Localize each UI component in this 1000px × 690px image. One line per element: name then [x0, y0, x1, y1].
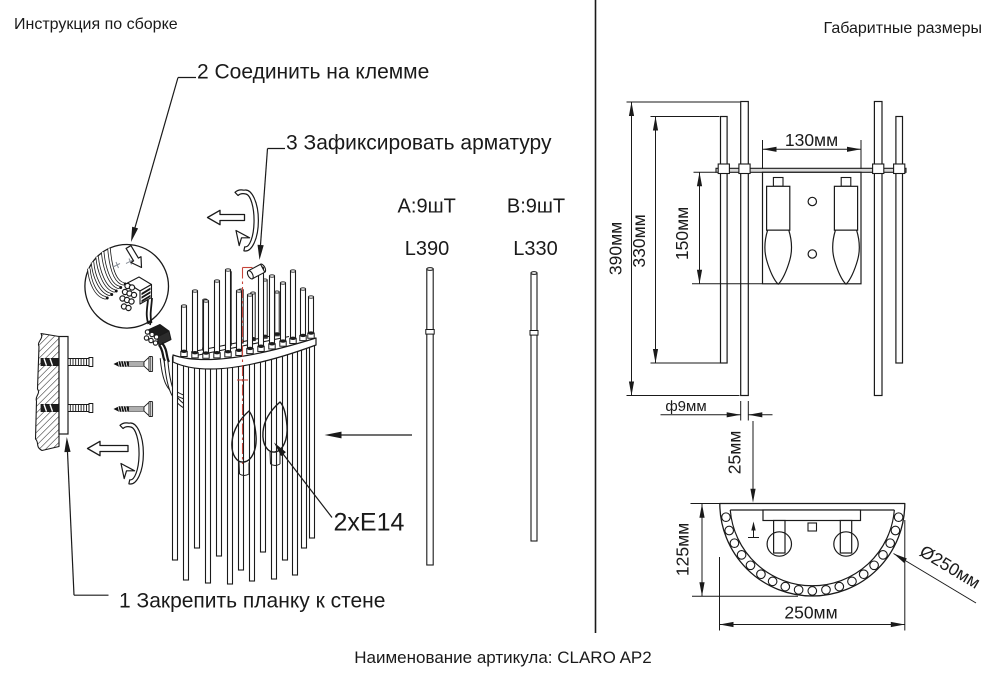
callout-leaders	[64, 76, 333, 596]
footer-article: Наименование артикула: CLARO AP2	[354, 648, 651, 667]
push-arrow-bottom	[86, 440, 129, 457]
step-2-label: 2 Соединить на клемме	[197, 61, 429, 84]
dim-rod-diameter: ф9мм	[665, 398, 706, 415]
dim-diameter-250: Ø250мм	[916, 541, 984, 593]
front-view	[715, 100, 907, 397]
right-section-title: Габаритные размеры	[824, 20, 982, 37]
left-section-title: Инструкция по сборке	[14, 16, 178, 33]
step-3-label: 3 Зафиксировать арматуру	[286, 132, 552, 155]
dimension-views	[626, 100, 977, 631]
insert-arrow	[324, 431, 412, 439]
part-rod-b	[529, 271, 539, 542]
dim-offset-25: 25мм	[725, 431, 745, 475]
part-b-length: L330	[513, 238, 558, 260]
push-arrow-top	[206, 209, 246, 226]
dim-depth-125: 125мм	[673, 523, 693, 576]
wall-plate	[34, 332, 94, 452]
part-rod-a	[425, 267, 435, 566]
part-a-length: L390	[405, 238, 450, 260]
top-dimensions	[690, 421, 977, 631]
dim-height-330: 330мм	[629, 214, 649, 267]
top-view	[719, 502, 906, 597]
step-1-label: 1 Закрепить планку к стене	[119, 590, 385, 613]
screw	[113, 355, 154, 373]
dim-height-390: 390мм	[606, 222, 626, 275]
terminal-detail-circle	[84, 243, 170, 329]
part-b-qty: В:9шТ	[507, 196, 565, 218]
dim-width-130: 130мм	[785, 130, 838, 150]
assembly-drawing	[34, 76, 539, 596]
center-line	[237, 266, 253, 464]
dim-width-250: 250мм	[784, 603, 837, 623]
rotate-arrow	[119, 422, 144, 485]
wire-connector	[143, 320, 172, 363]
dim-height-150: 150мм	[672, 207, 692, 260]
part-a-qty: А:9шТ	[398, 196, 456, 218]
front-dimensions	[626, 101, 862, 421]
lamp-body	[159, 266, 317, 585]
rotate-arrow	[234, 189, 259, 252]
bulbs-label: 2xE14	[334, 509, 405, 537]
fastener-cylinder	[246, 263, 267, 280]
screw	[113, 400, 154, 418]
